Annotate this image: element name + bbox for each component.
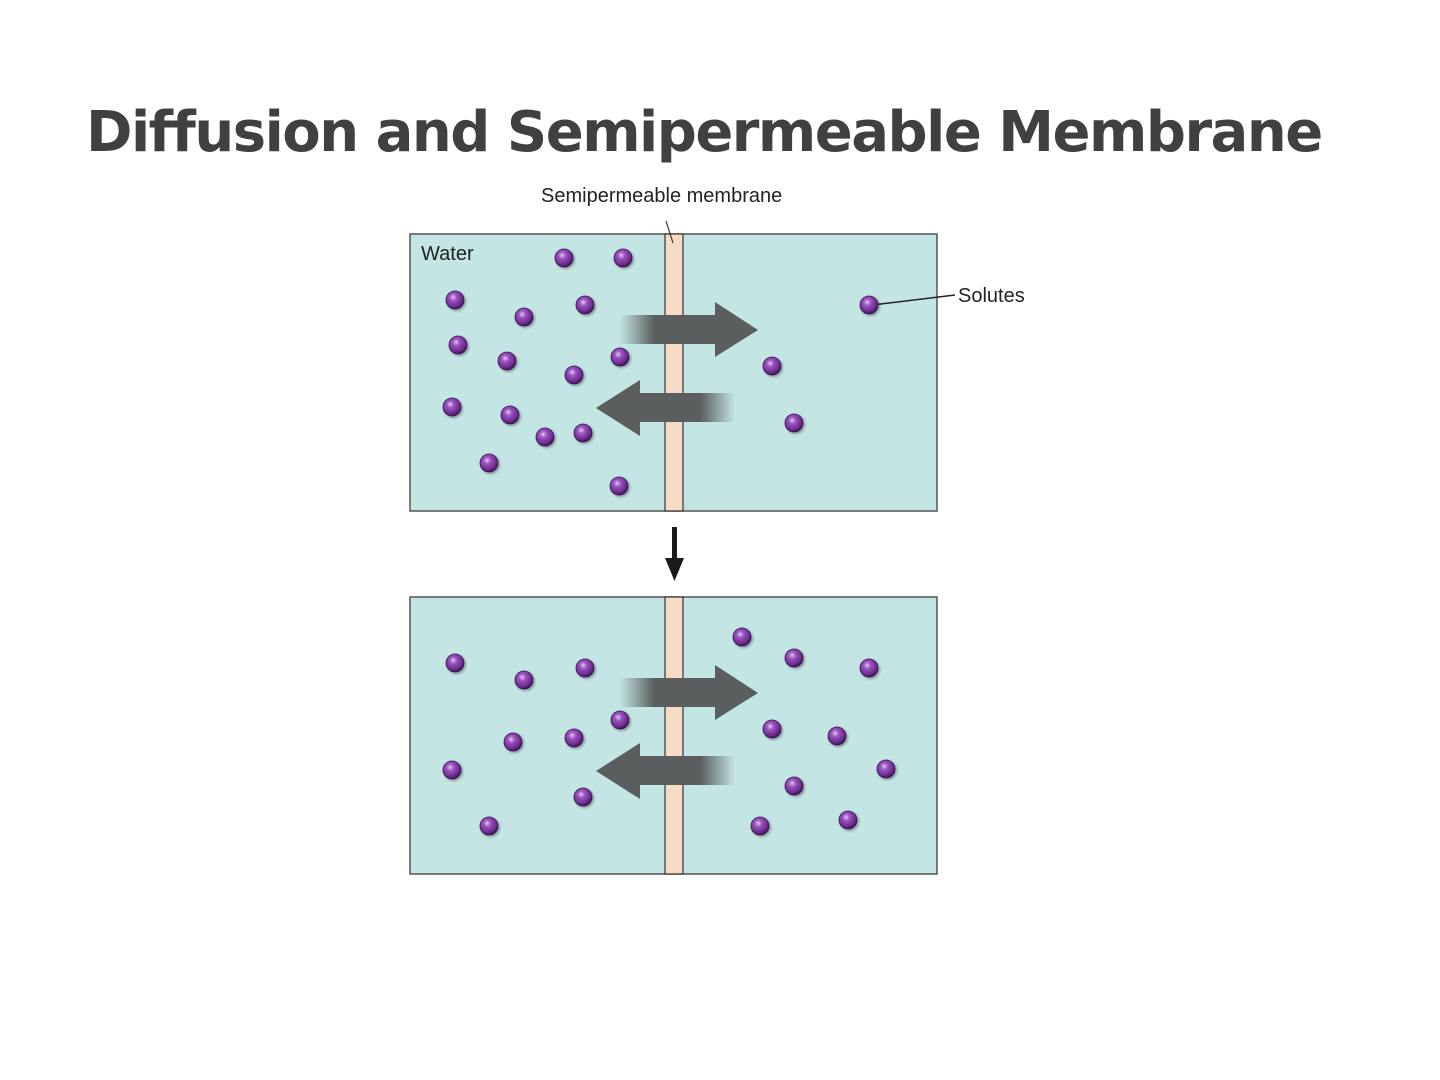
- solute-particle: [554, 248, 574, 268]
- membrane: [664, 233, 684, 512]
- solute-particle: [784, 413, 804, 433]
- solute-particle: [732, 627, 752, 647]
- solute-particle: [750, 816, 770, 836]
- flux-arrow-left: [596, 743, 735, 799]
- solute-particle: [514, 670, 534, 690]
- solute-particle: [573, 787, 593, 807]
- flux-arrow-right: [620, 302, 758, 357]
- slide-title: Diffusion and Semipermeable Membrane: [86, 100, 1323, 165]
- solute-particle: [564, 728, 584, 748]
- solute-particle: [445, 653, 465, 673]
- solute-particle: [838, 810, 858, 830]
- solute-particle: [859, 658, 879, 678]
- solute-particle: [442, 760, 462, 780]
- solute-particle: [575, 295, 595, 315]
- solute-particle: [876, 759, 896, 779]
- water-label: Water: [421, 243, 474, 265]
- solute-particle: [497, 351, 517, 371]
- solute-particle: [573, 423, 593, 443]
- solutes-label: Solutes: [958, 285, 1025, 307]
- solute-particle: [445, 290, 465, 310]
- solute-particle: [514, 307, 534, 327]
- solute-particle: [503, 732, 523, 752]
- solute-particle: [859, 295, 879, 315]
- solute-particle: [610, 710, 630, 730]
- solute-particle: [442, 397, 462, 417]
- solute-particle: [575, 658, 595, 678]
- membrane-leader-line: [665, 220, 674, 244]
- solute-particle: [479, 453, 499, 473]
- down-arrow-icon: [665, 527, 684, 581]
- solute-particle: [762, 356, 782, 376]
- solute-particle: [610, 347, 630, 367]
- solute-particle: [609, 476, 629, 496]
- solute-particle: [448, 335, 468, 355]
- solute-particle: [535, 427, 555, 447]
- solute-particle: [479, 816, 499, 836]
- panel-after: [409, 596, 938, 875]
- flux-arrow-left: [596, 380, 735, 436]
- membrane-label: Semipermeable membrane: [541, 185, 783, 207]
- solutes-leader-line: [871, 294, 956, 306]
- solute-particle: [762, 719, 782, 739]
- solute-particle: [784, 648, 804, 668]
- panel-before: [409, 220, 956, 512]
- solute-particle: [564, 365, 584, 385]
- solute-particle: [784, 776, 804, 796]
- membrane: [664, 596, 684, 875]
- solute-particle: [827, 726, 847, 746]
- solute-particle: [500, 405, 520, 425]
- solute-particle: [613, 248, 633, 268]
- flux-arrow-right: [620, 665, 758, 720]
